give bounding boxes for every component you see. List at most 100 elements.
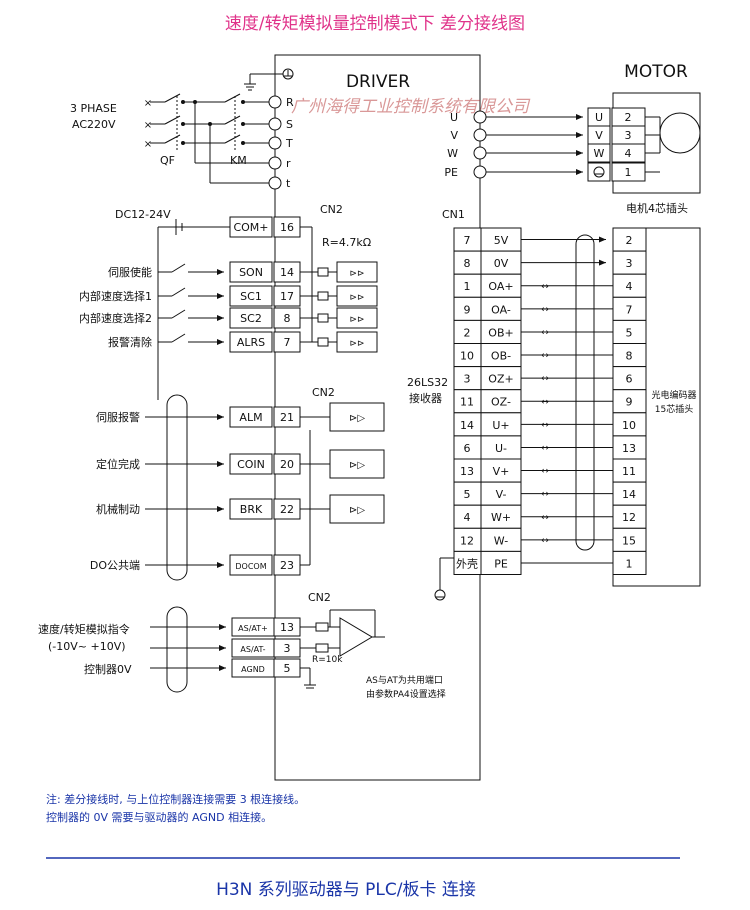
power-terminal-label-r: r	[286, 157, 291, 170]
cn1-name-V+: V+	[493, 465, 510, 478]
cn1-num-10: 13	[460, 465, 474, 478]
motor-conn-pin-2: 2	[625, 111, 632, 124]
cn1-name-5V: 5V	[494, 234, 509, 247]
input-resistor	[317, 267, 329, 277]
cn2-out-name-COIN: COIN	[237, 458, 265, 471]
cn2-in-num-8: 8	[284, 312, 291, 325]
km-switch	[224, 134, 241, 144]
cn1-num-6: 3	[464, 373, 471, 386]
cn2-in-ext-SON: 伺服使能	[108, 265, 152, 279]
cn1-num-14: 外壳	[456, 556, 478, 570]
cn2-input-label: CN2	[320, 203, 343, 216]
cn2-out-ext-BRK: 机械制动	[96, 502, 140, 516]
cn2-in-name-COM+: COM+	[233, 221, 268, 234]
driver-output-V: V	[450, 129, 458, 142]
analog-cable-bundle	[166, 606, 188, 693]
cn1-num-7: 11	[460, 396, 474, 409]
power-terminal-label-S: S	[286, 118, 293, 131]
cn2-in-ext-ALRS: 报警清除	[108, 335, 152, 349]
km-label: KM	[230, 154, 247, 167]
phase-label-2: AC220V	[72, 118, 116, 131]
cn2-in-num-7: 7	[284, 336, 291, 349]
cn2-out-num-21: 21	[280, 411, 294, 424]
receiver-label-1: 26LS32	[407, 376, 448, 389]
km-switch	[224, 115, 241, 125]
power-terminal-label-t: t	[286, 177, 291, 190]
cn2-out-name-cell	[229, 453, 273, 475]
receiver-label-2: 接收器	[409, 391, 442, 405]
cn1-name-OA-: OA-	[491, 303, 511, 316]
cn1-num-9: 6	[464, 442, 471, 455]
cn1-name-PE: PE	[494, 557, 508, 570]
motor-conn-pin-1: 1	[625, 166, 632, 179]
cn2-in-name-SC1: SC1	[240, 290, 262, 303]
diff-pair-mark: ↔	[541, 397, 549, 407]
encoder-caption-2: 15芯插头	[655, 403, 693, 415]
diff-pair-mark: ↔	[541, 443, 549, 453]
analog-resistor	[315, 622, 329, 632]
cn1-num-5: 10	[460, 350, 474, 363]
motor-conn-sig-U: U	[595, 111, 603, 124]
encoder-pin-3: 3	[626, 257, 633, 270]
note-line-2: 控制器的 0V 需要与驱动器的 AGND 相连接。	[46, 810, 272, 824]
cn1-num-13: 12	[460, 534, 474, 547]
cn2-analog-name-AGND: AGND	[241, 665, 265, 674]
optocoupler-icon: ⊳⊳	[349, 269, 364, 279]
cn2-output-label: CN2	[312, 386, 335, 399]
optocoupler-icon: ⊳⊳	[349, 315, 364, 325]
encoder-pin-12: 12	[622, 511, 636, 524]
analog-note-1: AS与AT为共用端口	[366, 674, 443, 686]
op-amp-icon	[339, 617, 373, 657]
optocoupler-icon: ⊳⊳	[349, 339, 364, 349]
cn2-out-name-DOCOM: DOCOM	[235, 562, 266, 571]
cn1-num-3: 9	[464, 303, 471, 316]
driver-output-W: W	[447, 147, 458, 160]
encoder-pin-11: 11	[622, 465, 636, 478]
encoder-pin-1: 1	[626, 557, 633, 570]
cn2-analog-name-AS/AT+: AS/AT+	[238, 624, 268, 633]
diff-pair-mark: ↔	[541, 467, 549, 477]
cn2-out-name-cell	[229, 406, 273, 428]
analog-note-2: 由参数PA4设置选择	[366, 688, 446, 700]
phase-input-mark: ×	[144, 98, 152, 109]
driver-output-terminal-W	[473, 146, 487, 160]
cn2-in-name-cell	[229, 261, 273, 283]
input-resistor	[317, 337, 329, 347]
optocoupler-icon: ⊳▷	[349, 460, 365, 471]
diagram-title: 速度/转矩模拟量控制模式下 差分接线图	[225, 14, 525, 34]
output-cable-bundle	[166, 394, 188, 581]
driver-output-terminal-V	[473, 128, 487, 142]
shell-ground-icon	[434, 589, 446, 601]
encoder-pin-9: 9	[626, 396, 633, 409]
driver-output-PE: PE	[444, 166, 458, 179]
cn2-in-name-SON: SON	[239, 266, 263, 279]
diff-pair-mark: ↔	[541, 420, 549, 430]
qf-switch	[164, 134, 181, 144]
cn2-out-ext-COIN: 定位完成	[96, 457, 140, 471]
note-line-1: 注: 差分接线时, 与上位控制器连接需要 3 根连接线。	[46, 792, 305, 806]
motor-conn-sig-W: W	[594, 147, 605, 160]
cn2-out-name-cell	[229, 498, 273, 520]
analog-resistor-label: R=10k	[312, 655, 343, 665]
cn1-num-12: 4	[464, 511, 471, 524]
cn2-in-num-16: 16	[280, 221, 294, 234]
cn1-name-OZ-: OZ-	[491, 396, 511, 409]
cn2-out-name-ALM: ALM	[239, 411, 262, 424]
motor-label: MOTOR	[624, 62, 688, 82]
driver-output-terminal-PE	[473, 165, 487, 179]
input-resistor-label: R=4.7kΩ	[322, 236, 371, 249]
encoder-pin-13: 13	[622, 442, 636, 455]
phase-label-1: 3 PHASE	[70, 102, 117, 115]
encoder-caption-1: 光电编码器	[651, 389, 696, 401]
cn2-in-name-ALRS: ALRS	[237, 336, 265, 349]
encoder-pin-5: 5	[626, 326, 633, 339]
diff-pair-mark: ↔	[541, 282, 549, 292]
optocoupler-icon: ⊳▷	[349, 413, 365, 424]
phase-input-mark: ×	[144, 120, 152, 131]
cn1-num-11: 5	[464, 488, 471, 501]
power-terminal-label-R: R	[286, 96, 294, 109]
footer-title: H3N 系列驱动器与 PLC/板卡 连接	[216, 880, 476, 900]
cn2-out-num-22: 22	[280, 503, 294, 516]
